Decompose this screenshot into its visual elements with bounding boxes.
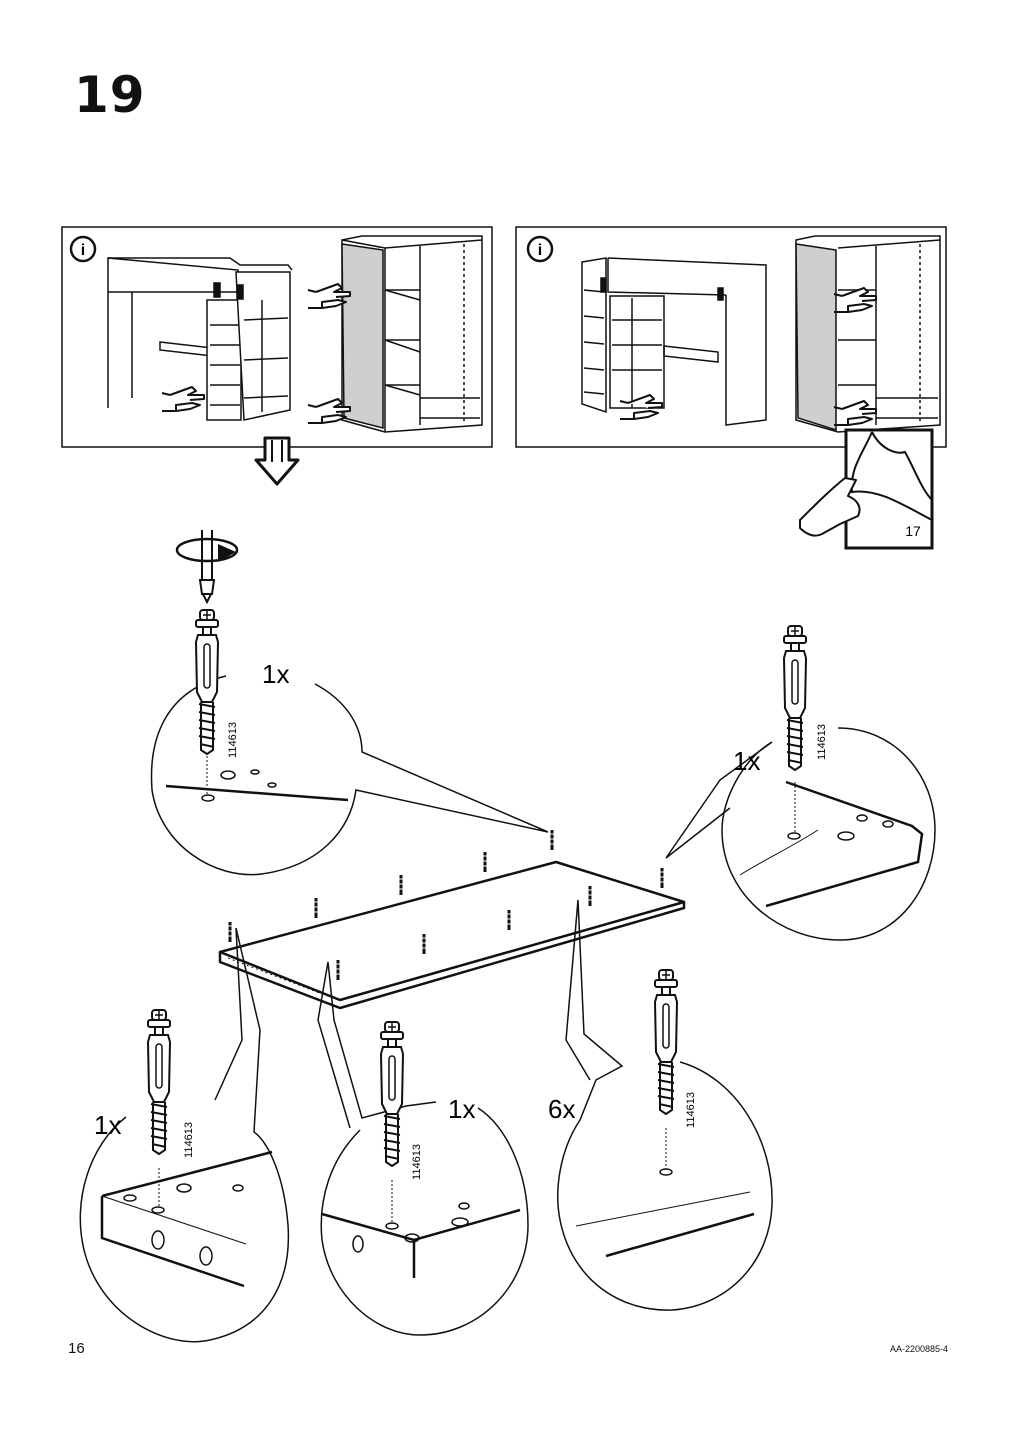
cam-bolt-icon [380, 1021, 404, 1167]
cam-bolt-icon [654, 969, 678, 1115]
callout-bottom-middle: 1x 114613 [317, 961, 529, 1336]
svg-text:114613: 114613 [685, 1092, 697, 1128]
svg-text:1x: 1x [733, 746, 760, 776]
callout-top-left: 1x 114613 [150, 609, 549, 876]
callout-bottom-right: 6x 114613 [548, 899, 773, 1311]
page-number: 16 [68, 1340, 85, 1357]
callout-bottom-left: 1x 114613 [79, 927, 290, 1343]
board-panel-drawing [218, 828, 686, 1010]
svg-text:1x: 1x [448, 1094, 475, 1124]
document-code: AA-2200885-4 [890, 1344, 949, 1354]
svg-text:1x: 1x [94, 1110, 121, 1140]
screwdriver-rotate-icon [175, 530, 239, 605]
shelf-unit-mirrored-drawing [795, 235, 941, 433]
svg-text:17: 17 [905, 523, 921, 539]
cam-bolt-icon [783, 625, 807, 771]
cam-bolt-icon [195, 609, 219, 755]
svg-text:114613: 114613 [411, 1144, 423, 1180]
svg-text:1x: 1x [262, 659, 289, 689]
svg-text:114613: 114613 [227, 722, 239, 758]
svg-text:i: i [81, 242, 85, 259]
shelf-unit-drawing [341, 235, 483, 433]
cam-bolt-icon [147, 1009, 171, 1155]
svg-text:114613: 114613 [816, 724, 828, 760]
info-icon: i [69, 235, 97, 263]
info-panel-right: i [515, 226, 947, 448]
page-turn-icon: 17 [799, 428, 934, 550]
info-icon: i [526, 235, 554, 263]
callout-top-right: 1x 114613 [665, 625, 936, 941]
svg-text:6x: 6x [548, 1094, 575, 1124]
svg-text:i: i [538, 242, 542, 259]
svg-text:114613: 114613 [183, 1122, 195, 1158]
loft-bed-mirrored-drawing [581, 257, 767, 426]
step-number: 19 [74, 66, 146, 124]
loft-bed-drawing [107, 257, 293, 421]
down-arrow-icon [254, 436, 300, 486]
info-panel-left: i [61, 226, 493, 448]
